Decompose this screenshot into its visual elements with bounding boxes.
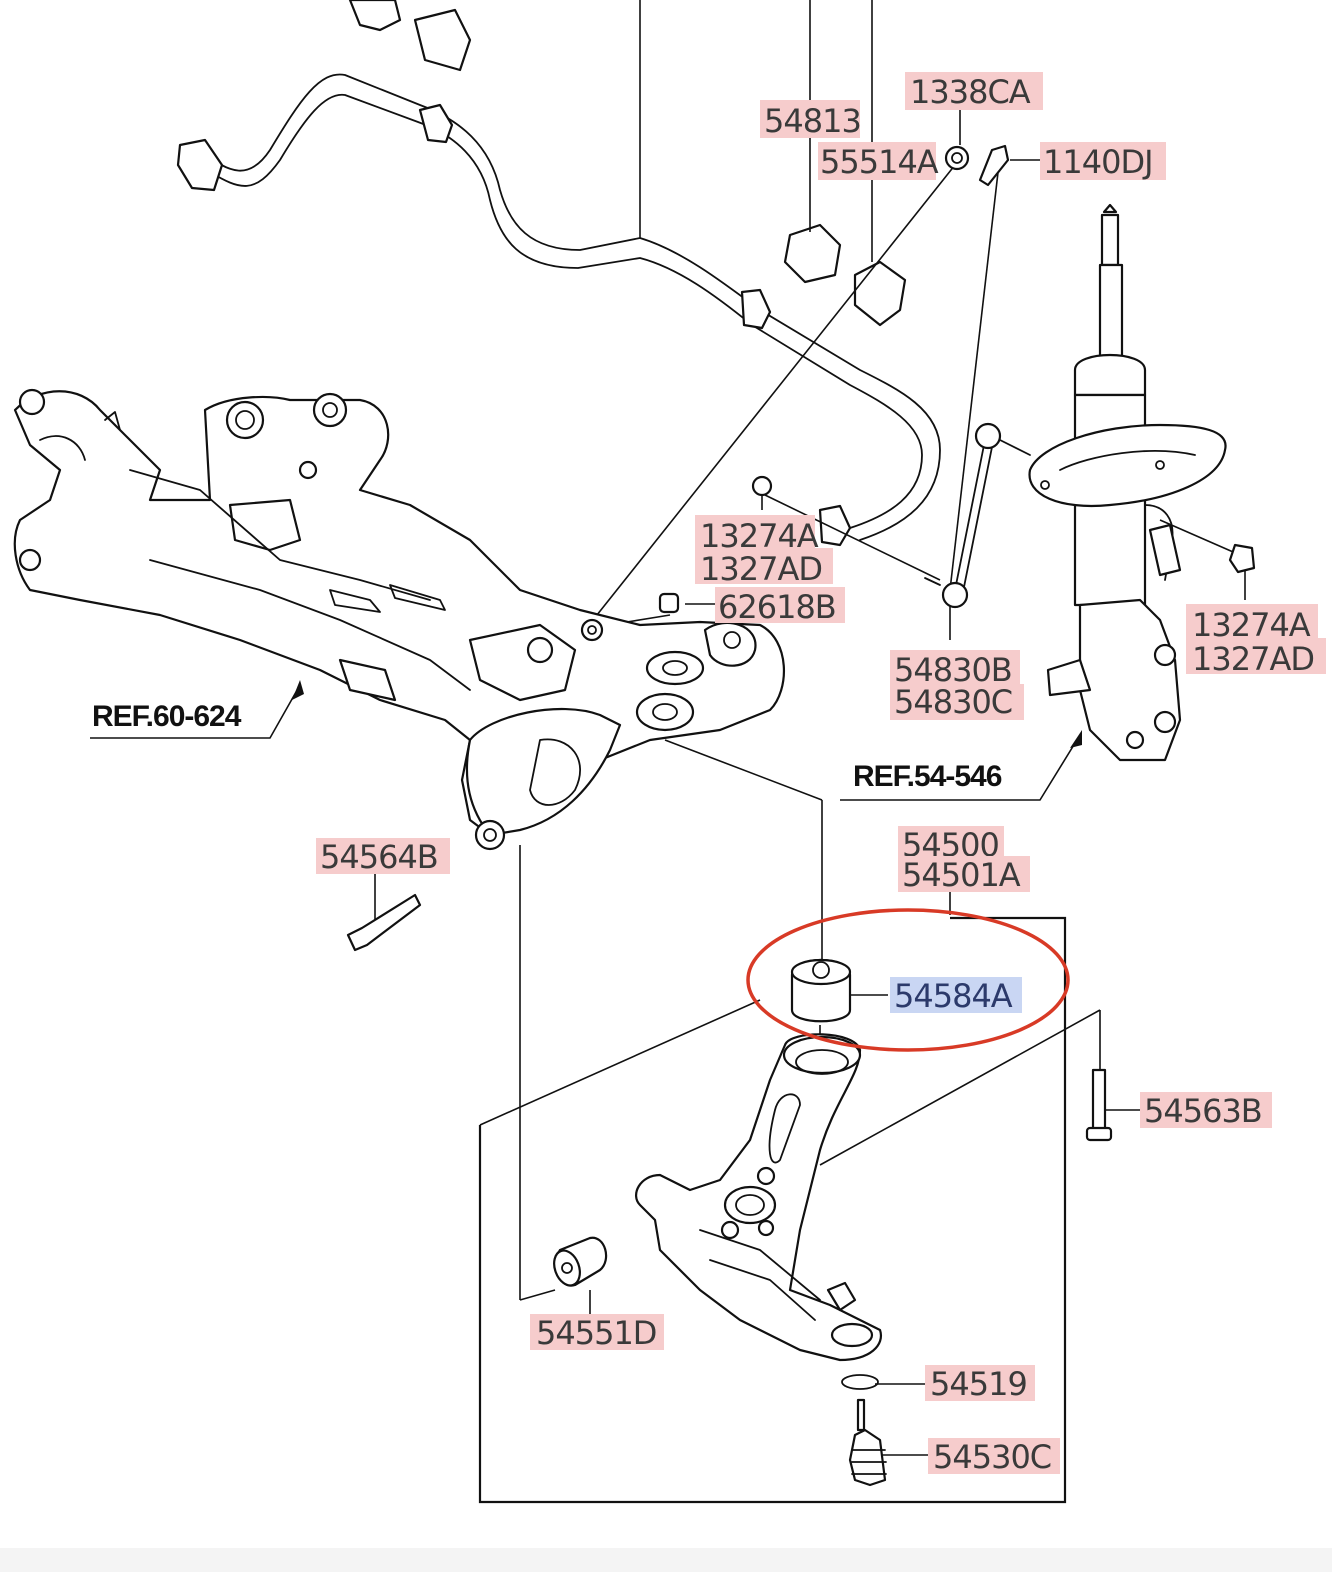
part-number-62618B: 62618B xyxy=(718,588,836,626)
part-number-54584A: 54584A xyxy=(894,977,1013,1015)
tag-54830B[interactable]: 54830B xyxy=(890,650,1020,689)
group-frame xyxy=(478,916,1067,1504)
tag-54519[interactable]: 54519 xyxy=(925,1365,1035,1403)
tag-1338CA[interactable]: 1338CA xyxy=(905,72,1043,111)
tag-55514A[interactable]: 55514A xyxy=(818,142,940,181)
part-number-54519: 54519 xyxy=(930,1365,1027,1403)
bushing-54551D xyxy=(553,1236,608,1287)
stabilizer-link xyxy=(924,422,1031,609)
front-subframe xyxy=(13,388,786,851)
part-number-54501A: 54501A xyxy=(902,856,1021,894)
tag-54500[interactable]: 54500 xyxy=(898,826,1004,864)
part-number-1327AD-right: 1327AD xyxy=(1192,640,1314,678)
tag-54530C[interactable]: 54530C xyxy=(928,1438,1060,1476)
bottom-bar xyxy=(0,1548,1332,1572)
part-number-54830C: 54830C xyxy=(894,683,1012,721)
tag-54564B[interactable]: 54564B xyxy=(316,838,450,876)
tag-54501A[interactable]: 54501A xyxy=(898,856,1030,894)
tag-54551D[interactable]: 54551D xyxy=(530,1314,664,1352)
tag-62618B[interactable]: 62618B xyxy=(715,587,845,626)
part-number-54813: 54813 xyxy=(764,102,861,140)
part-number-54551D: 54551D xyxy=(536,1314,656,1352)
ref-left-annotation[interactable]: REF.60-624 xyxy=(90,680,304,739)
bushing-54584A xyxy=(790,958,852,1023)
part-number-1338CA: 1338CA xyxy=(910,73,1031,111)
part-number-54530C: 54530C xyxy=(933,1438,1051,1476)
tag-1140DJ[interactable]: 1140DJ xyxy=(1040,142,1166,181)
tag-54584A[interactable]: 54584A xyxy=(890,977,1022,1015)
stabilizer-bar xyxy=(176,73,941,547)
part-number-1140DJ: 1140DJ xyxy=(1043,143,1153,181)
part-number-54563B: 54563B xyxy=(1144,1092,1262,1130)
ref-60-624-label: REF.60-624 xyxy=(92,700,242,733)
tag-54830C[interactable]: 54830C xyxy=(890,683,1024,721)
tag-13274A-right[interactable]: 13274A xyxy=(1186,604,1318,644)
top-bushings xyxy=(348,0,907,327)
ref-54-546-label: REF.54-546 xyxy=(853,760,1002,793)
tag-54563B[interactable]: 54563B xyxy=(1140,1092,1272,1130)
tag-54813[interactable]: 54813 xyxy=(760,100,862,140)
highlight-circle xyxy=(746,908,1070,1052)
tag-1327AD-right[interactable]: 1327AD xyxy=(1186,638,1326,678)
part-number-54830B: 54830B xyxy=(894,651,1012,689)
part-number-1327AD-top: 1327AD xyxy=(700,550,822,588)
tag-1327AD-top[interactable]: 1327AD xyxy=(695,548,833,588)
part-number-54564B: 54564B xyxy=(320,838,438,876)
part-number-13274A-right: 13274A xyxy=(1192,606,1311,644)
fasteners xyxy=(346,144,1256,1142)
lower-control-arm xyxy=(635,1033,883,1362)
ref-right-annotation[interactable]: REF.54-546 xyxy=(840,730,1082,801)
snap-ring-54519 xyxy=(841,1374,879,1390)
ball-joint-54530C xyxy=(848,1398,887,1487)
part-number-55514A: 55514A xyxy=(820,143,939,181)
strut-assembly xyxy=(1028,203,1227,762)
